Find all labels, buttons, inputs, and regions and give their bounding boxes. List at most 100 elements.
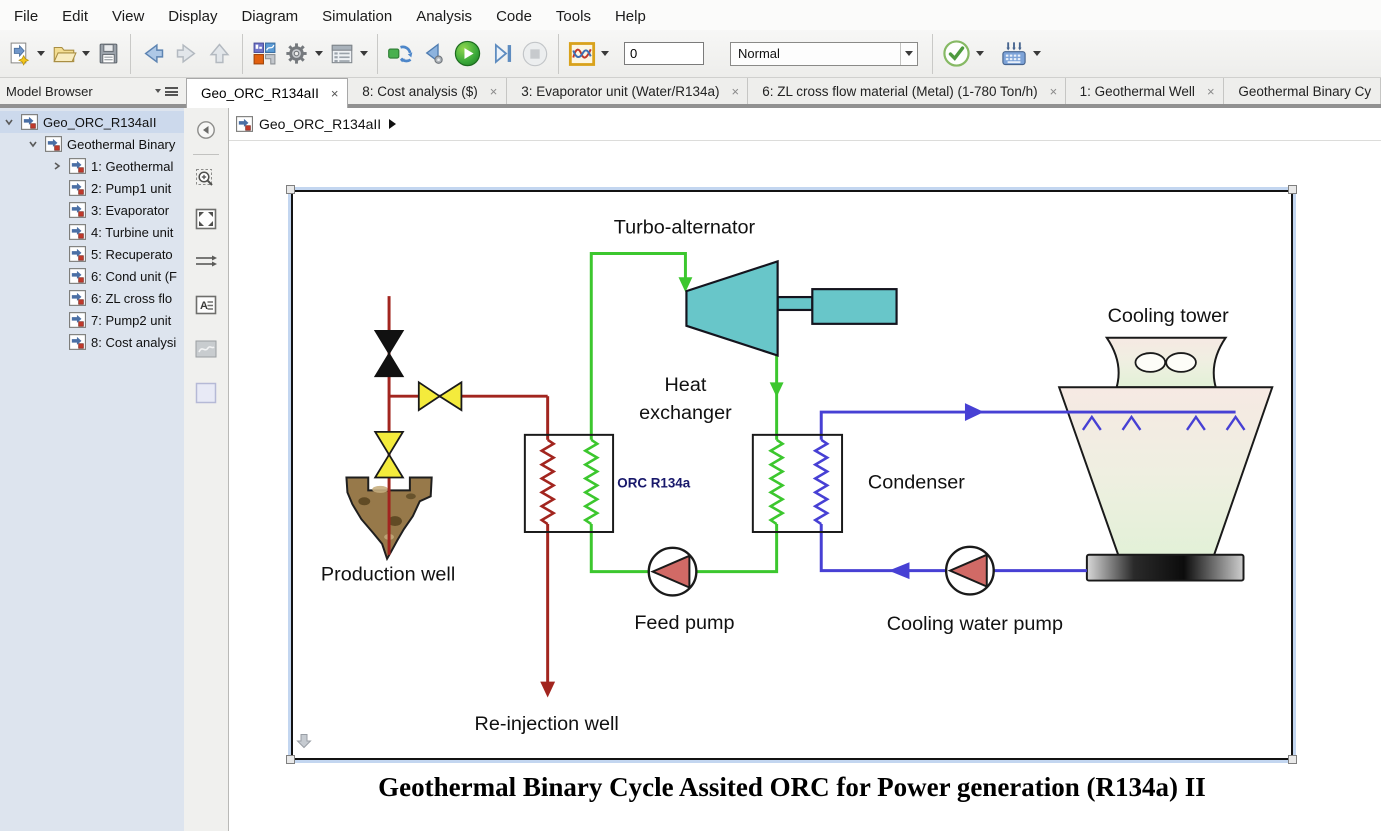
breadcrumb-model-name[interactable]: Geo_ORC_R134aII xyxy=(259,116,382,132)
generator xyxy=(811,288,898,325)
tree-item-6-cond-unit-f[interactable]: 6: Cond unit (F xyxy=(0,265,184,287)
subsystem-icon xyxy=(69,268,86,284)
fast-restart-button[interactable] xyxy=(997,36,1031,72)
tab-geo-orc-r134aii[interactable]: Geo_ORC_R134aII × xyxy=(186,78,349,108)
update-diagram-button[interactable] xyxy=(384,36,417,72)
navigate-up-button[interactable] xyxy=(203,36,236,72)
step-forward-button[interactable] xyxy=(485,36,518,72)
data-inspector-button[interactable] xyxy=(565,36,599,72)
tree-item-geothermal-binary[interactable]: Geothermal Binary xyxy=(0,133,184,155)
model-browser-header: Model Browser xyxy=(0,78,184,104)
tree-item-label: 5: Recuperato xyxy=(91,246,173,262)
breadcrumb-arrow-icon[interactable] xyxy=(389,119,397,129)
image-button[interactable] xyxy=(192,335,220,363)
menu-code[interactable]: Code xyxy=(496,8,532,25)
simulation-mode-select[interactable]: Normal xyxy=(730,41,918,66)
tab-8-cost-analysis-[interactable]: 8: Cost analysis ($)× xyxy=(348,78,508,104)
annotation-button[interactable]: A xyxy=(192,291,220,319)
zoom-region-button[interactable] xyxy=(192,165,220,193)
resize-handle-bottom-left[interactable] xyxy=(286,755,295,764)
tab-close-icon[interactable]: × xyxy=(1049,83,1058,99)
model-advisor-button[interactable] xyxy=(939,36,974,72)
tab-geothermal-binary-cy[interactable]: Geothermal Binary Cy xyxy=(1224,78,1381,104)
label-turbo-alternator: Turbo-alternator xyxy=(614,217,756,239)
tab-6-zl-cross-flow-material-metal-1-780-ton-h-[interactable]: 6: ZL cross flow material (Metal) (1-780… xyxy=(748,78,1066,104)
tree-item-4-turbine-unit[interactable]: 4: Turbine unit xyxy=(0,221,184,243)
model-settings-button[interactable] xyxy=(280,36,313,72)
browser-menu-icon[interactable] xyxy=(165,86,178,96)
tab-strip-divider xyxy=(0,104,1381,108)
tab-close-icon[interactable]: × xyxy=(330,86,339,101)
navigate-back-button[interactable] xyxy=(137,36,170,72)
label-reinjection-well: Re-injection well xyxy=(475,713,619,735)
step-back-button[interactable] xyxy=(417,36,450,72)
tab-close-icon[interactable]: × xyxy=(731,83,740,99)
label-condenser: Condenser xyxy=(868,471,965,493)
menu-view[interactable]: View xyxy=(112,8,145,25)
orc-flow-arrows xyxy=(678,277,784,398)
open-dropdown[interactable] xyxy=(82,51,90,56)
tree-expander-expanded-icon[interactable] xyxy=(4,117,14,127)
tower-fan-icon xyxy=(1134,352,1167,373)
label-cooling-water-pump: Cooling water pump xyxy=(887,613,1063,635)
new-model-button[interactable] xyxy=(4,36,35,72)
hide-model-browser-button[interactable] xyxy=(192,116,220,144)
resize-handle-top-right[interactable] xyxy=(1288,185,1297,194)
tree-item-8-cost-analysi[interactable]: 8: Cost analysi xyxy=(0,331,184,353)
run-button[interactable] xyxy=(450,36,485,72)
fit-to-view-button[interactable] xyxy=(192,205,220,233)
tree-expander-spacer xyxy=(52,205,62,215)
area-button[interactable] xyxy=(192,379,220,407)
model-settings-dropdown[interactable] xyxy=(315,51,323,56)
new-model-dropdown[interactable] xyxy=(37,51,45,56)
diagram-image-block[interactable]: Turbo-alternator Heat exchanger ORC R134… xyxy=(291,190,1293,760)
resize-handle-bottom-right[interactable] xyxy=(1288,755,1297,764)
tree-item-7-pump2-unit[interactable]: 7: Pump2 unit xyxy=(0,309,184,331)
menu-simulation[interactable]: Simulation xyxy=(322,8,393,25)
model-configuration-dropdown[interactable] xyxy=(360,51,368,56)
tree-expander-collapsed-icon[interactable] xyxy=(52,161,62,171)
tab-bar: Model Browser Geo_ORC_R134aII×8: Cost an… xyxy=(0,78,1381,108)
zoom-region-icon xyxy=(196,169,213,186)
tree-expander-expanded-icon[interactable] xyxy=(28,139,38,149)
menu-display[interactable]: Display xyxy=(168,8,218,25)
tree-item-5-recuperato[interactable]: 5: Recuperato xyxy=(0,243,184,265)
tree-item-1-geothermal[interactable]: 1: Geothermal xyxy=(0,155,184,177)
annotation-badge-arrow-icon[interactable] xyxy=(296,733,312,754)
subsystem-icon xyxy=(69,246,86,262)
library-browser-button[interactable] xyxy=(249,36,280,72)
data-inspector-icon xyxy=(568,41,596,66)
tab-1-geothermal-well[interactable]: 1: Geothermal Well× xyxy=(1065,78,1225,104)
model-advisor-dropdown[interactable] xyxy=(976,51,984,56)
new-model-icon xyxy=(10,42,30,66)
tree-item-geo-orc-r134aii[interactable]: Geo_ORC_R134aII xyxy=(0,111,184,133)
tab-close-icon[interactable]: × xyxy=(489,83,498,99)
menu-diagram[interactable]: Diagram xyxy=(241,8,299,25)
tab-label: Geo_ORC_R134aII xyxy=(201,86,319,101)
save-button[interactable] xyxy=(93,36,124,72)
open-button[interactable] xyxy=(48,36,80,72)
tab-close-icon[interactable]: × xyxy=(1206,83,1215,99)
menu-help[interactable]: Help xyxy=(614,8,646,25)
signal-routing-button[interactable] xyxy=(192,247,220,275)
menu-file[interactable]: File xyxy=(14,8,39,25)
tree-item-2-pump1-unit[interactable]: 2: Pump1 unit xyxy=(0,177,184,199)
model-configuration-button[interactable] xyxy=(326,36,358,72)
tab-3-evaporator-unit-water-r134a-[interactable]: 3: Evaporator unit (Water/R134a)× xyxy=(507,78,749,104)
fast-restart-dropdown[interactable] xyxy=(1033,51,1041,56)
tree-item-6-zl-cross-flo[interactable]: 6: ZL cross flo xyxy=(0,287,184,309)
stop-time-input[interactable] xyxy=(624,42,704,65)
tree-item-3-evaporator[interactable]: 3: Evaporator xyxy=(0,199,184,221)
resize-handle-top-left[interactable] xyxy=(286,185,295,194)
condenser-box xyxy=(751,433,844,533)
data-inspector-dropdown[interactable] xyxy=(601,51,609,56)
stop-button[interactable] xyxy=(518,36,552,72)
menu-tools[interactable]: Tools xyxy=(555,8,591,25)
menu-analysis[interactable]: Analysis xyxy=(416,8,473,25)
menu-edit[interactable]: Edit xyxy=(62,8,89,25)
tree-expander-spacer xyxy=(52,315,62,325)
navigate-forward-button[interactable] xyxy=(170,36,203,72)
browser-options-caret-icon[interactable] xyxy=(155,89,161,93)
palette-divider xyxy=(193,154,219,155)
reinjection-arrow xyxy=(540,681,556,698)
